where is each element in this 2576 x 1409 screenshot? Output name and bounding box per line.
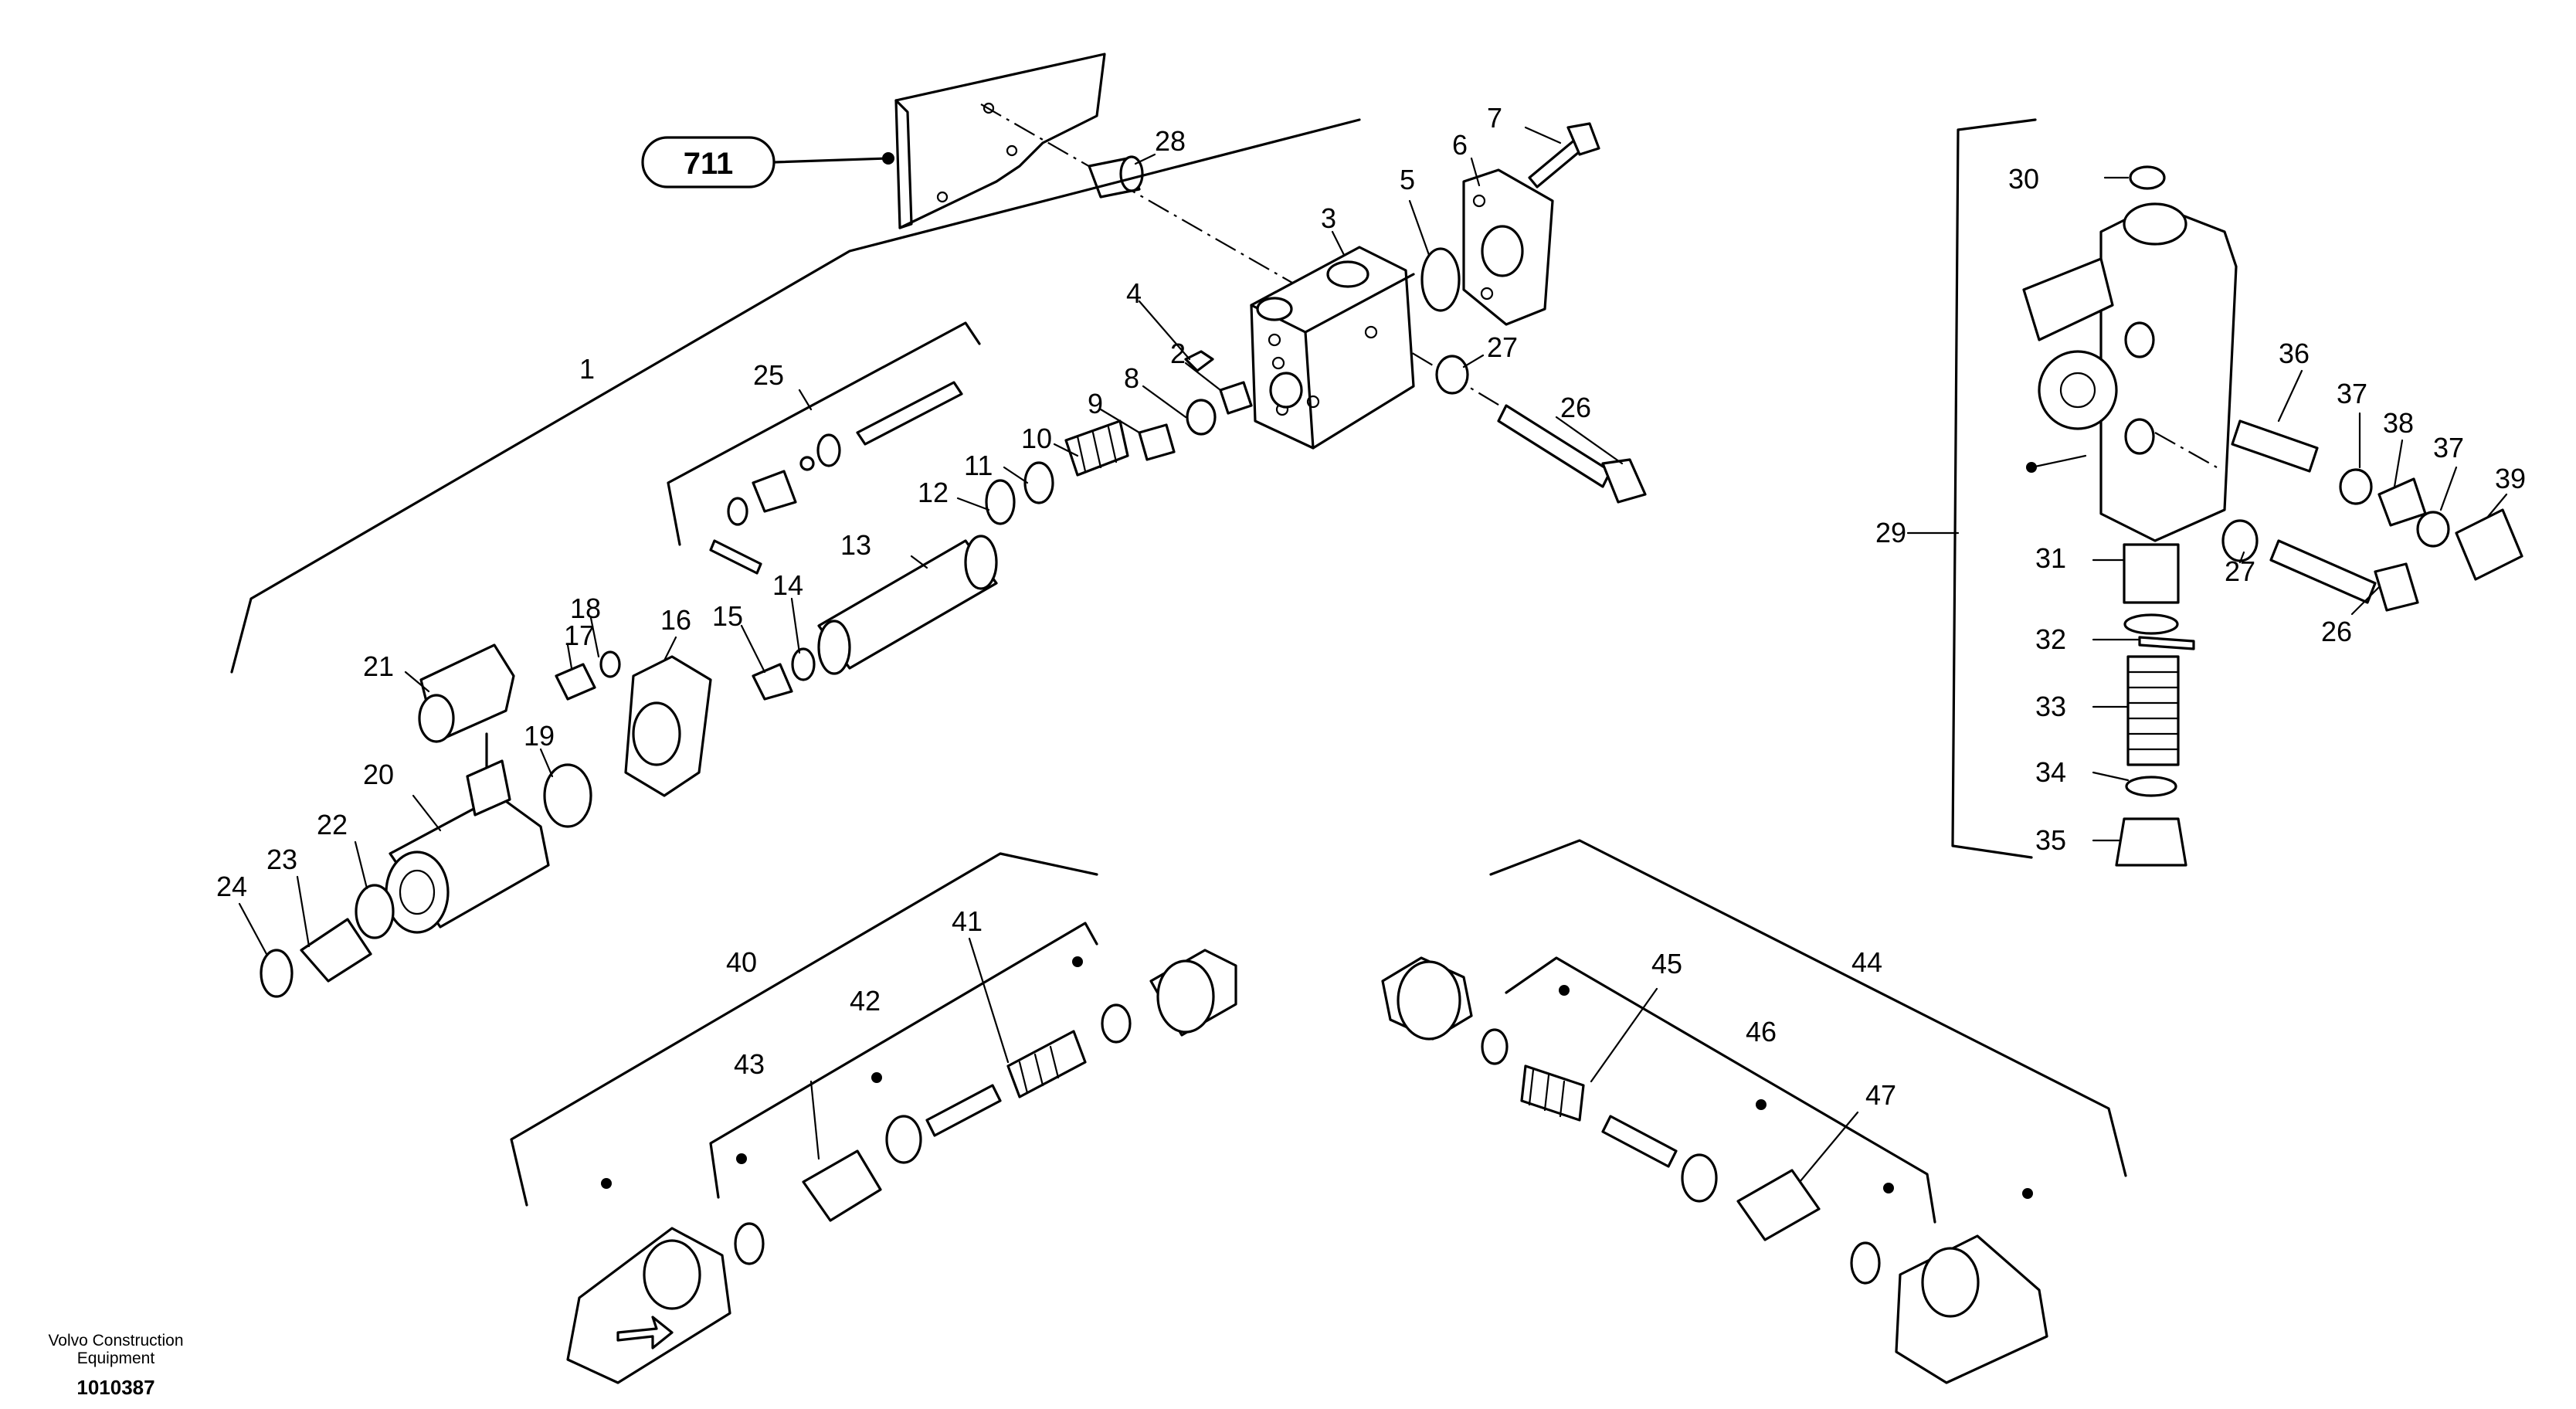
label-37-b: 37 — [2433, 432, 2464, 463]
label-18: 18 — [570, 592, 601, 624]
label-3: 3 — [1321, 202, 1336, 234]
label-22: 22 — [317, 809, 348, 840]
label-38: 38 — [2383, 407, 2414, 439]
group-40-parts — [566, 949, 1237, 1384]
label-37-a: 37 — [2337, 378, 2367, 409]
brand-line-1: Volvo Construction — [48, 1332, 183, 1350]
label-16: 16 — [660, 604, 691, 636]
label-4: 4 — [1126, 277, 1142, 309]
valve-29-stack — [2115, 543, 2195, 867]
label-7: 7 — [1487, 102, 1502, 134]
o-ring — [1420, 247, 1461, 312]
label-5: 5 — [1400, 164, 1415, 195]
valve-29-body — [2022, 202, 2238, 542]
label-26-right: 26 — [2321, 616, 2352, 647]
label-39: 39 — [2495, 463, 2526, 494]
plug-15 — [752, 663, 793, 701]
label-12: 12 — [918, 477, 949, 508]
label-28: 28 — [1155, 125, 1186, 157]
label-19: 19 — [524, 720, 555, 752]
frame-plate — [894, 53, 1106, 229]
label-26-left: 26 — [1560, 392, 1591, 423]
brand-line-2: Equipment — [77, 1350, 155, 1367]
label-41: 41 — [952, 905, 983, 937]
label-43: 43 — [734, 1048, 765, 1080]
group-44-bracket — [1489, 839, 2127, 1177]
group-25-parts — [709, 381, 963, 575]
valve-block — [1250, 246, 1415, 450]
seal-ring-14 — [791, 647, 816, 681]
label-29: 29 — [1875, 517, 1906, 548]
group-46-bracket — [1505, 956, 1936, 1224]
label-23: 23 — [266, 844, 297, 875]
label-36: 36 — [2279, 338, 2310, 369]
solenoid-tube — [817, 535, 998, 675]
label-33: 33 — [2035, 691, 2066, 722]
label-10: 10 — [1021, 423, 1052, 454]
group-1-bracket — [230, 118, 1361, 674]
label-14: 14 — [772, 569, 803, 601]
solenoid-assembly — [260, 643, 712, 998]
group-40-bracket — [510, 852, 1098, 1207]
label-1: 1 — [579, 353, 595, 385]
group-42-bracket — [709, 922, 1098, 1199]
label-27-right: 27 — [2225, 555, 2255, 587]
label-13: 13 — [840, 529, 871, 561]
label-46: 46 — [1746, 1016, 1777, 1047]
label-42: 42 — [850, 985, 881, 1017]
label-40: 40 — [726, 946, 757, 978]
label-30: 30 — [2008, 163, 2039, 195]
label-20: 20 — [363, 759, 394, 790]
group-29-bracket — [1951, 118, 2037, 859]
group-25-bracket — [667, 321, 981, 546]
callout-711[interactable]: 711 — [641, 136, 894, 188]
label-45: 45 — [1651, 948, 1682, 980]
label-17: 17 — [564, 620, 595, 651]
label-35: 35 — [2035, 824, 2066, 856]
nut-30 — [2129, 165, 2166, 190]
label-8: 8 — [1124, 362, 1139, 394]
label-34: 34 — [2035, 756, 2066, 788]
leader-lines — [238, 126, 2508, 1183]
spacer-part — [1088, 155, 1144, 199]
label-9: 9 — [1088, 388, 1103, 419]
group-44-parts — [1381, 956, 2048, 1384]
flange-plate — [1462, 168, 1554, 326]
label-44: 44 — [1851, 946, 1882, 978]
label-32: 32 — [2035, 623, 2066, 655]
label-25: 25 — [753, 359, 784, 391]
label-24: 24 — [216, 871, 247, 902]
label-11: 11 — [964, 450, 993, 481]
spool-train — [985, 350, 1253, 525]
part-labels: 1 2 3 4 5 6 7 8 9 10 11 12 13 14 15 16 1… — [216, 102, 2526, 1111]
drawing-number: 1010387 — [76, 1376, 154, 1399]
washer-and-bolt-26 — [1435, 355, 1647, 504]
valve-29-side-parts — [2221, 419, 2523, 612]
label-2: 2 — [1170, 338, 1186, 369]
callout-711-label: 711 — [684, 147, 734, 181]
label-21: 21 — [363, 650, 394, 682]
label-27-left: 27 — [1487, 331, 1518, 363]
label-6: 6 — [1452, 129, 1468, 161]
screw-7 — [1528, 122, 1600, 188]
footer: Volvo Construction Equipment 1010387 — [48, 1332, 183, 1399]
label-15: 15 — [712, 600, 743, 632]
label-31: 31 — [2035, 542, 2066, 574]
label-47: 47 — [1865, 1079, 1896, 1111]
